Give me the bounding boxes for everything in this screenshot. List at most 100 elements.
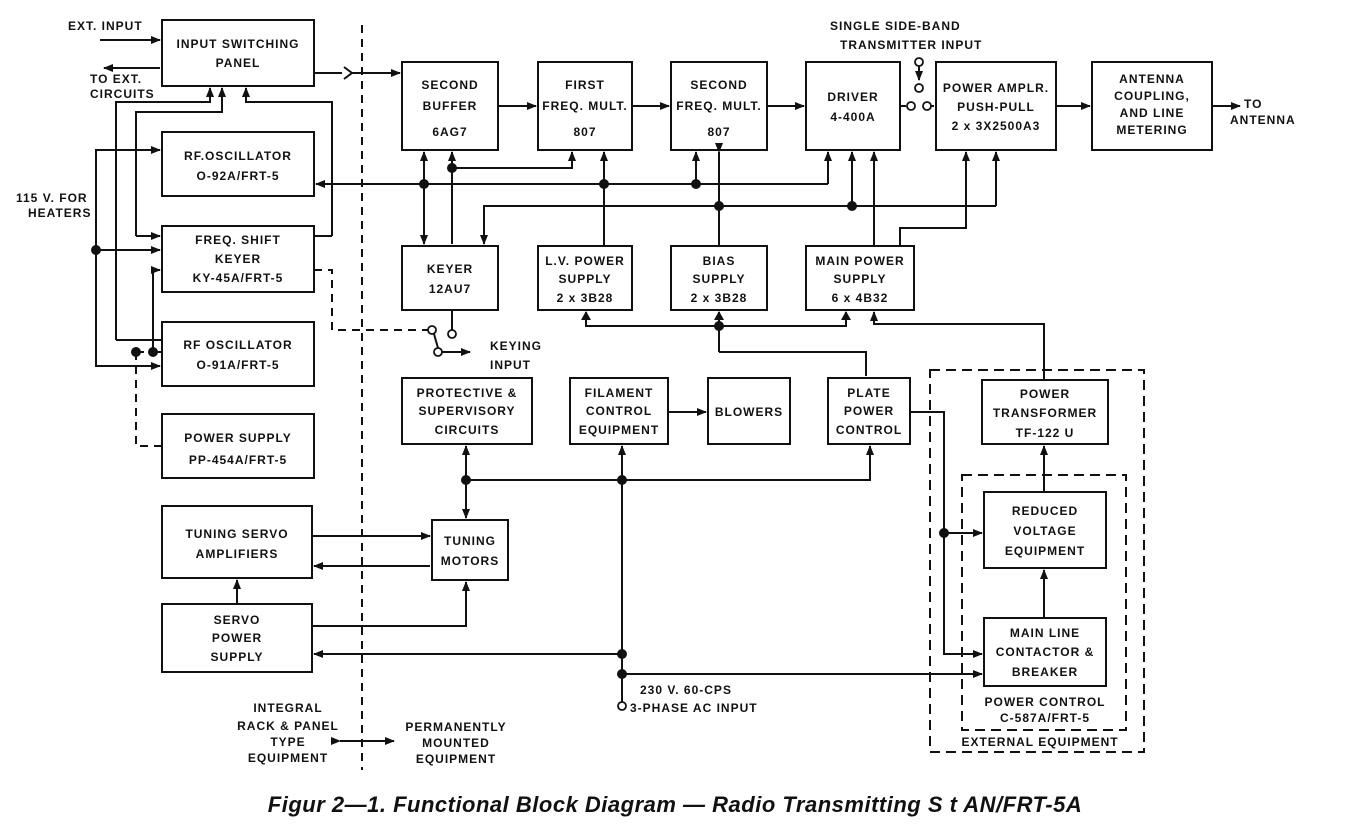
block-line: SUPPLY (693, 272, 746, 286)
power-transformer: POWER TRANSFORMER TF-122 U (981, 379, 1109, 445)
block-line: KEYER (215, 252, 261, 266)
input-switching-panel: INPUT SWITCHING PANEL (161, 19, 315, 87)
to-antenna-label: TO (1244, 97, 1262, 111)
to-antenna-label: ANTENNA (1230, 113, 1296, 127)
power-amplifier: POWER AMPLR. PUSH-PULL 2 x 3X2500A3 (935, 61, 1057, 151)
block-line: PANEL (216, 56, 261, 70)
power-control-label: C-587A/FRT-5 (1000, 711, 1090, 725)
block-line: ANTENNA (1119, 72, 1185, 86)
servo-power-supply: SERVO POWER SUPPLY (161, 603, 313, 673)
block-line: SUPPLY (834, 272, 887, 286)
block-line: AND LINE (1120, 106, 1185, 120)
ssb-label: TRANSMITTER INPUT (840, 38, 982, 52)
figure-caption: Figur 2—1. Functional Block Diagram — Ra… (268, 792, 1082, 817)
block-line: FILAMENT (585, 386, 654, 400)
block-line: TUNING SERVO (185, 527, 288, 541)
block-line: SECOND (421, 78, 478, 92)
block-line: 4-400A (830, 110, 875, 124)
block-line: FREQ. MULT. (676, 99, 761, 113)
rf-oscillator-92: RF.OSCILLATOR O-92A/FRT-5 (161, 131, 315, 197)
block-line: O-91A/FRT-5 (196, 358, 279, 372)
block-line: SERVO (214, 613, 261, 627)
block-line: MOTORS (441, 554, 499, 568)
rf-signal-chain (314, 57, 1241, 111)
integral-label: INTEGRAL (253, 701, 322, 715)
block-line: SECOND (690, 78, 747, 92)
external-equipment-enclosure (929, 369, 1145, 753)
block-line: BLOWERS (715, 405, 783, 419)
block-line: FIRST (565, 78, 605, 92)
lv-power-supply: L.V. POWER SUPPLY 2 x 3B28 (537, 245, 633, 311)
block-line: PROTECTIVE & (417, 386, 518, 400)
left-wiring (91, 36, 832, 447)
ac-input-label: 230 V. 60-CPS (640, 683, 732, 697)
block-line: POWER (212, 631, 262, 645)
block-line: 2 x 3B28 (691, 291, 748, 305)
to-ext-circuits-label: CIRCUITS (90, 87, 155, 101)
block-line: 2 x 3X2500A3 (952, 119, 1041, 133)
block-line: AMPLIFIERS (196, 547, 279, 561)
block-line: L.V. POWER (545, 254, 625, 268)
external-equipment-label: EXTERNAL EQUIPMENT (961, 735, 1118, 749)
power-control-label: POWER CONTROL (985, 695, 1106, 709)
distribution-wiring (419, 143, 1000, 246)
block-line: 807 (707, 125, 730, 139)
block-line: VOLTAGE (1013, 524, 1076, 538)
heaters-label: 115 V. FOR (16, 191, 88, 205)
heaters-label: HEATERS (28, 206, 91, 220)
ac-input-label: 3-PHASE AC INPUT (630, 701, 758, 715)
integral-label: RACK & PANEL (237, 719, 339, 733)
first-freq-mult: FIRST FREQ. MULT. 807 (537, 61, 633, 151)
rf-oscillator-91: RF OSCILLATOR O-91A/FRT-5 (161, 321, 315, 387)
block-line: 807 (573, 125, 596, 139)
block-line: KY-45A/FRT-5 (193, 271, 284, 285)
blowers: BLOWERS (707, 377, 791, 445)
block-line: CONTACTOR & (996, 645, 1095, 659)
block-line: INPUT SWITCHING (177, 37, 300, 51)
block-line: EQUIPMENT (579, 423, 659, 437)
main-line-contactor: MAIN LINE CONTACTOR & BREAKER (983, 617, 1107, 687)
block-line: METERING (1116, 123, 1187, 137)
block-line: CONTROL (836, 423, 902, 437)
plate-power-control: PLATE POWER CONTROL (827, 377, 911, 445)
permanent-label: EQUIPMENT (416, 752, 496, 766)
block-line: O-92A/FRT-5 (196, 169, 279, 183)
tuning-motors: TUNING MOTORS (431, 519, 509, 581)
antenna-coupling: ANTENNA COUPLING, AND LINE METERING (1091, 61, 1213, 151)
block-line: TRANSFORMER (993, 406, 1097, 420)
block-line: EQUIPMENT (1005, 544, 1085, 558)
block-line: POWER (1020, 387, 1070, 401)
block-line: RF.OSCILLATOR (184, 149, 292, 163)
integral-label: TYPE (270, 735, 305, 749)
block-line: COUPLING, (1114, 89, 1190, 103)
block-line: BIAS (703, 254, 736, 268)
protective-circuits: PROTECTIVE & SUPERVISORY CIRCUITS (401, 377, 533, 445)
block-line: PUSH-PULL (957, 100, 1035, 114)
block-line: PP-454A/FRT-5 (189, 453, 287, 467)
block-line: BREAKER (1012, 665, 1078, 679)
block-line: PLATE (847, 386, 890, 400)
main-power-supply: MAIN POWER SUPPLY 6 x 4B32 (805, 245, 915, 311)
keying-input-label: INPUT (490, 358, 531, 372)
block-line: CIRCUITS (435, 423, 500, 437)
block-line: MAIN POWER (815, 254, 904, 268)
block-line: SUPERVISORY (418, 404, 515, 418)
freq-shift-keyer: FREQ. SHIFT KEYER KY-45A/FRT-5 (161, 225, 315, 293)
block-line: FREQ. SHIFT (195, 233, 281, 247)
integral-label: EQUIPMENT (248, 751, 328, 765)
second-buffer: SECOND BUFFER 6AG7 (401, 61, 499, 151)
block-line: SUPPLY (559, 272, 612, 286)
block-line: 6AG7 (432, 125, 467, 139)
block-line: 12AU7 (429, 282, 471, 296)
block-line: TUNING (444, 534, 496, 548)
block-line: 2 x 3B28 (557, 291, 614, 305)
reduced-voltage-equipment: REDUCED VOLTAGE EQUIPMENT (983, 491, 1107, 569)
keying-input-label: KEYING (490, 339, 542, 353)
power-supply-pp454: POWER SUPPLY PP-454A/FRT-5 (161, 413, 315, 479)
block-line: POWER (844, 404, 894, 418)
block-line: BUFFER (423, 99, 478, 113)
permanent-label: MOUNTED (422, 736, 490, 750)
block-line: RF OSCILLATOR (183, 338, 292, 352)
block-line: CONTROL (586, 404, 652, 418)
